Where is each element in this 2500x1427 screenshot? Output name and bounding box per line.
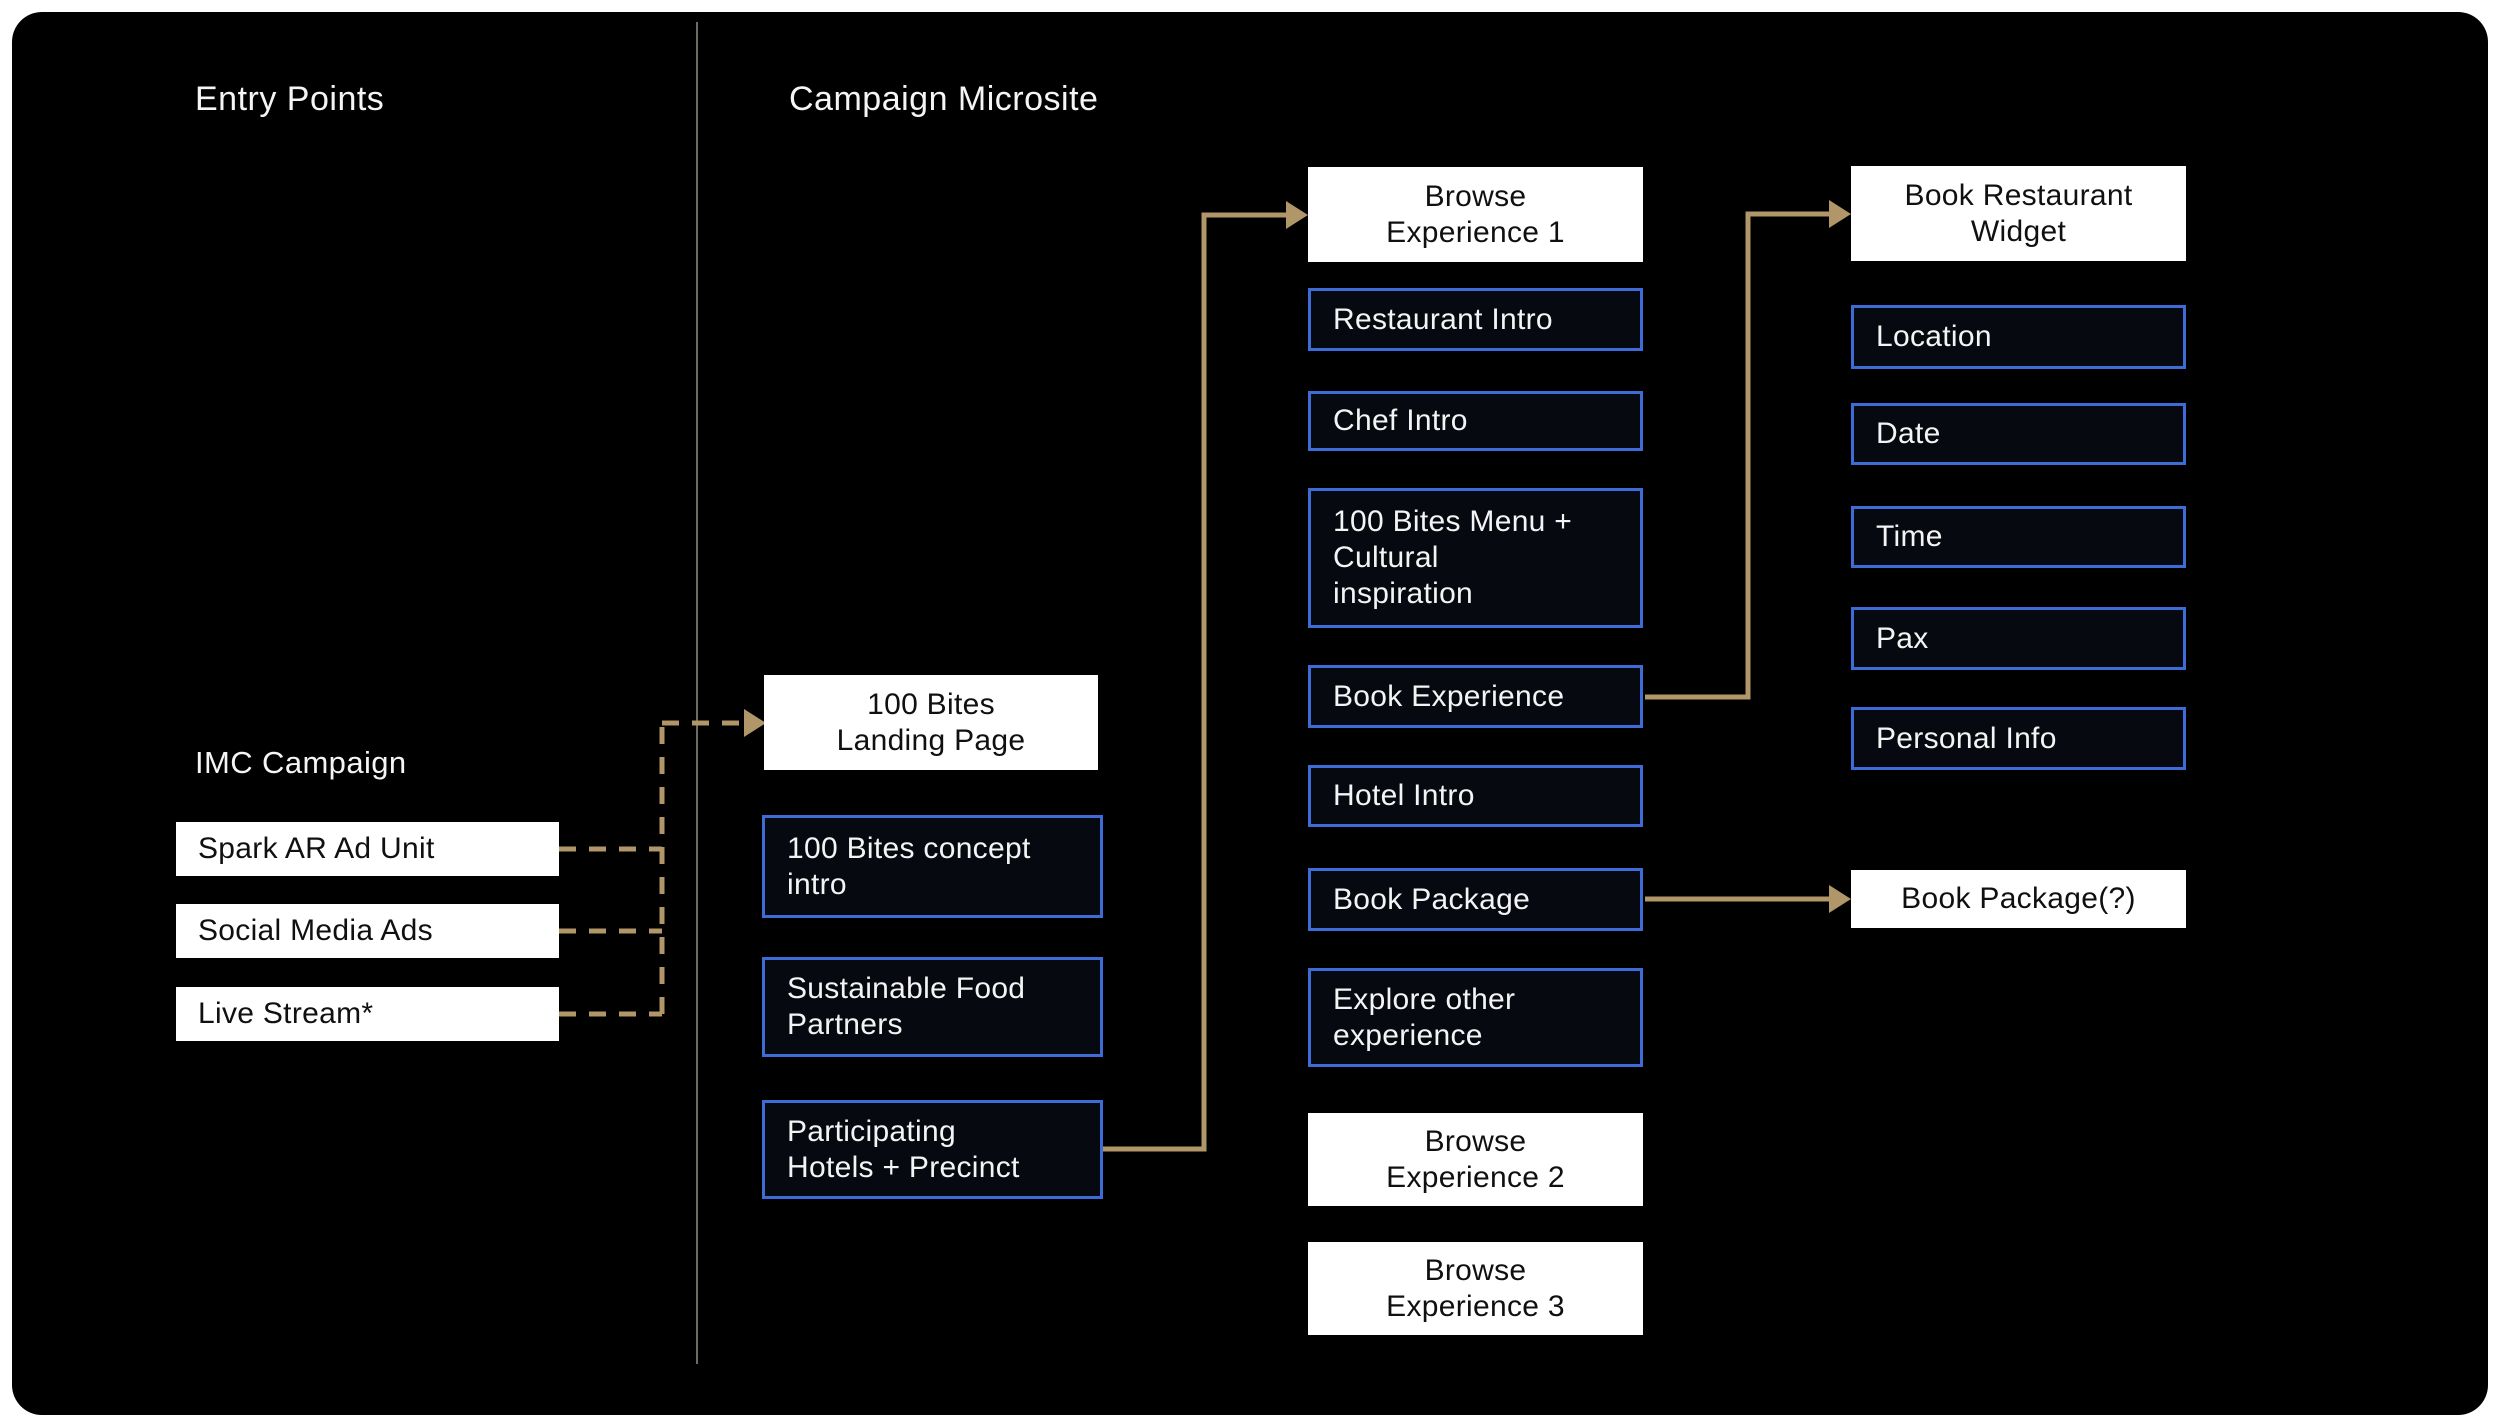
section-divider-line [696,22,698,1364]
node-book-package-q: Book Package(?) [1851,870,2186,928]
imc-campaign-label: IMC Campaign [195,745,407,780]
arrowhead-browse1 [1286,201,1308,229]
node-time: Time [1851,506,2186,568]
node-pax: Pax [1851,607,2186,670]
node-social-media-ads: Social Media Ads [176,904,559,958]
node-book-package: Book Package [1308,868,1643,931]
node-location: Location [1851,305,2186,369]
node-explore-other-experience: Explore other experience [1308,968,1643,1067]
node-book-experience: Book Experience [1308,665,1643,728]
node-live-stream: Live Stream* [176,987,559,1041]
node-participating-hotels-precinct: Participating Hotels + Precinct [762,1100,1103,1199]
node-book-restaurant-widget: Book Restaurant Widget [1851,166,2186,261]
connector-bookexp-to-widget [1645,211,1831,700]
node-personal-info: Personal Info [1851,707,2186,770]
node-browse-experience-2: Browse Experience 2 [1308,1113,1643,1206]
node-restaurant-intro: Restaurant Intro [1308,288,1643,351]
node-100-bites-menu-cultural-inspiration: 100 Bites Menu + Cultural inspiration [1308,488,1643,628]
arrowhead-widget [1829,200,1851,228]
connector-hotels-to-browse1 [1103,212,1288,1152]
node-chef-intro: Chef Intro [1308,391,1643,451]
node-100-bites-concept-intro: 100 Bites concept intro [762,815,1103,918]
node-browse-experience-3: Browse Experience 3 [1308,1242,1643,1335]
arrowhead-landing [744,709,766,737]
node-date: Date [1851,403,2186,465]
node-sustainable-food-partners: Sustainable Food Partners [762,957,1103,1057]
section-title-campaign-microsite: Campaign Microsite [789,80,1099,118]
arrowhead-packageq [1829,885,1851,913]
node-browse-experience-1: Browse Experience 1 [1308,167,1643,262]
node-hotel-intro: Hotel Intro [1308,765,1643,827]
diagram-canvas: Entry Points Campaign Microsite IMC Camp… [12,12,2488,1415]
section-title-entry-points: Entry Points [195,80,385,118]
node-100-bites-landing-page: 100 Bites Landing Page [764,675,1098,770]
node-spark-ar-ad-unit: Spark AR Ad Unit [176,822,559,876]
